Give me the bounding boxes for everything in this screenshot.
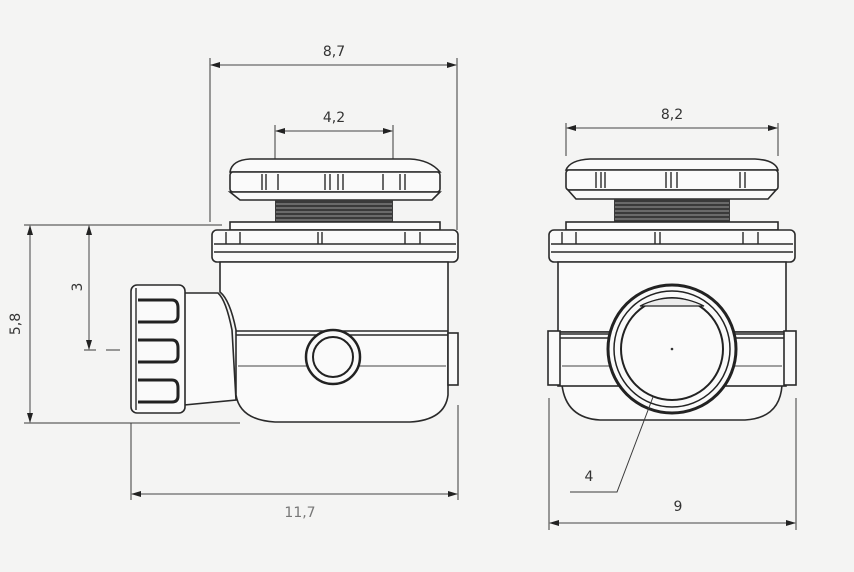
flange (548, 221, 796, 263)
inlet-ring (304, 328, 362, 386)
dimension-label: 8,2 (661, 107, 683, 123)
callout-outlet-diameter: 4 (570, 396, 654, 493)
leader-line (570, 396, 654, 493)
dimension-label: 9 (674, 499, 683, 515)
dimension-total-length: 11,7 (130, 405, 459, 521)
dimension-cover-width: 8,2 (565, 107, 779, 156)
callout-label: 4 (585, 469, 594, 485)
dimension-outlet-height: 3 (70, 225, 120, 351)
dimension-body-width: 9 (548, 398, 797, 530)
dimension-total-height: 5,8 (8, 224, 240, 424)
threaded-neck (614, 199, 730, 222)
dimension-label: 5,8 (8, 313, 24, 335)
flange (211, 221, 459, 263)
dimension-label: 3 (70, 283, 86, 292)
outlet-ring (606, 283, 738, 415)
front-view: 8,2 (547, 107, 797, 530)
threaded-neck (275, 200, 393, 222)
grate-cover (227, 158, 442, 201)
dimension-label: 4,2 (323, 110, 345, 126)
dimension-label: 11,7 (284, 505, 315, 521)
outlet-nut (130, 284, 237, 414)
dimension-label: 8,7 (323, 44, 345, 60)
dimension-overall-width: 8,7 (209, 44, 458, 230)
grate-cover (564, 158, 780, 200)
side-view: 8,7 4,2 (8, 44, 459, 521)
